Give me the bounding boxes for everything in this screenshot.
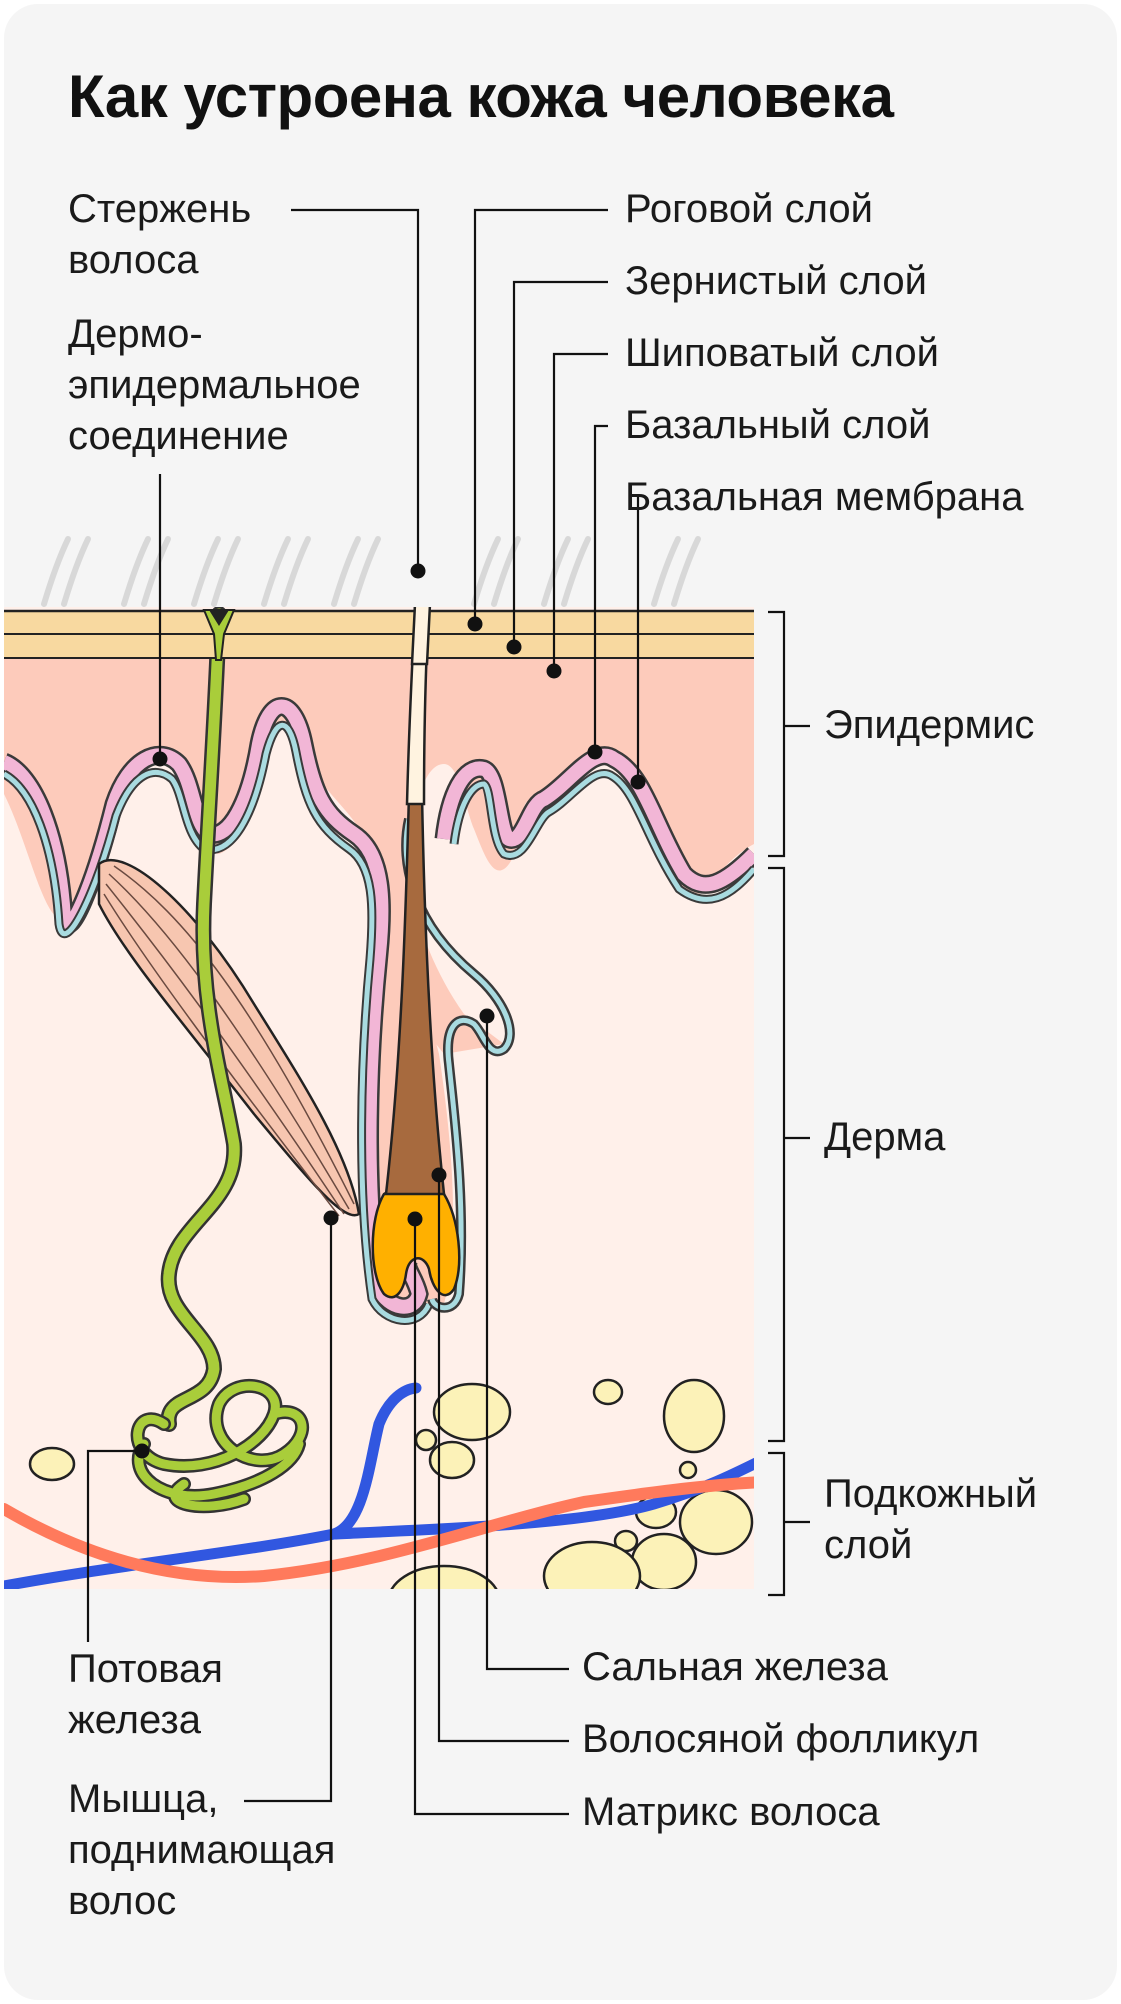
infographic-card: Как устроена кожа человека [4,4,1117,2000]
arrector-muscle [97,858,361,1217]
skin-cross-section-diagram [4,208,810,1816]
artery [4,1476,754,1583]
leader-lines [86,208,810,1816]
label-epidermis: Эпидермис [824,703,1035,747]
label-hair-shaft: Стержень волоса [68,187,252,282]
label-hair-matrix: Матрикс волоса [582,1790,880,1834]
hair-root [384,792,446,1196]
label-basement-membrane: Базальная мембрана [625,475,1024,519]
label-dermo-epidermal-junction: Дермо- эпидермальное соединение [68,312,361,458]
label-sweat-gland: Потовая железа [68,1647,223,1742]
sweat-pore [202,609,236,661]
label-sebaceous-gland: Сальная железа [582,1645,888,1689]
label-stratum-corneum: Роговой слой [625,187,874,231]
label-dermis: Дерма [824,1115,946,1159]
label-stratum-granulosum: Зернистый слой [625,259,927,303]
label-hair-follicle: Волосяной фолликул [582,1717,980,1761]
page-title: Как устроена кожа человека [68,63,894,130]
surface-hairs [41,536,701,607]
label-stratum-basale: Базальный слой [625,403,931,447]
fat-cells [28,1378,754,1589]
stratum-corneum-layer [4,609,754,659]
leader-dots [134,563,646,1459]
label-hypodermis: Подкожный слой [824,1472,1038,1567]
label-arrector-muscle: Мышца, поднимающая волос [68,1777,336,1923]
label-stratum-spinosum: Шиповатый слой [625,331,939,375]
